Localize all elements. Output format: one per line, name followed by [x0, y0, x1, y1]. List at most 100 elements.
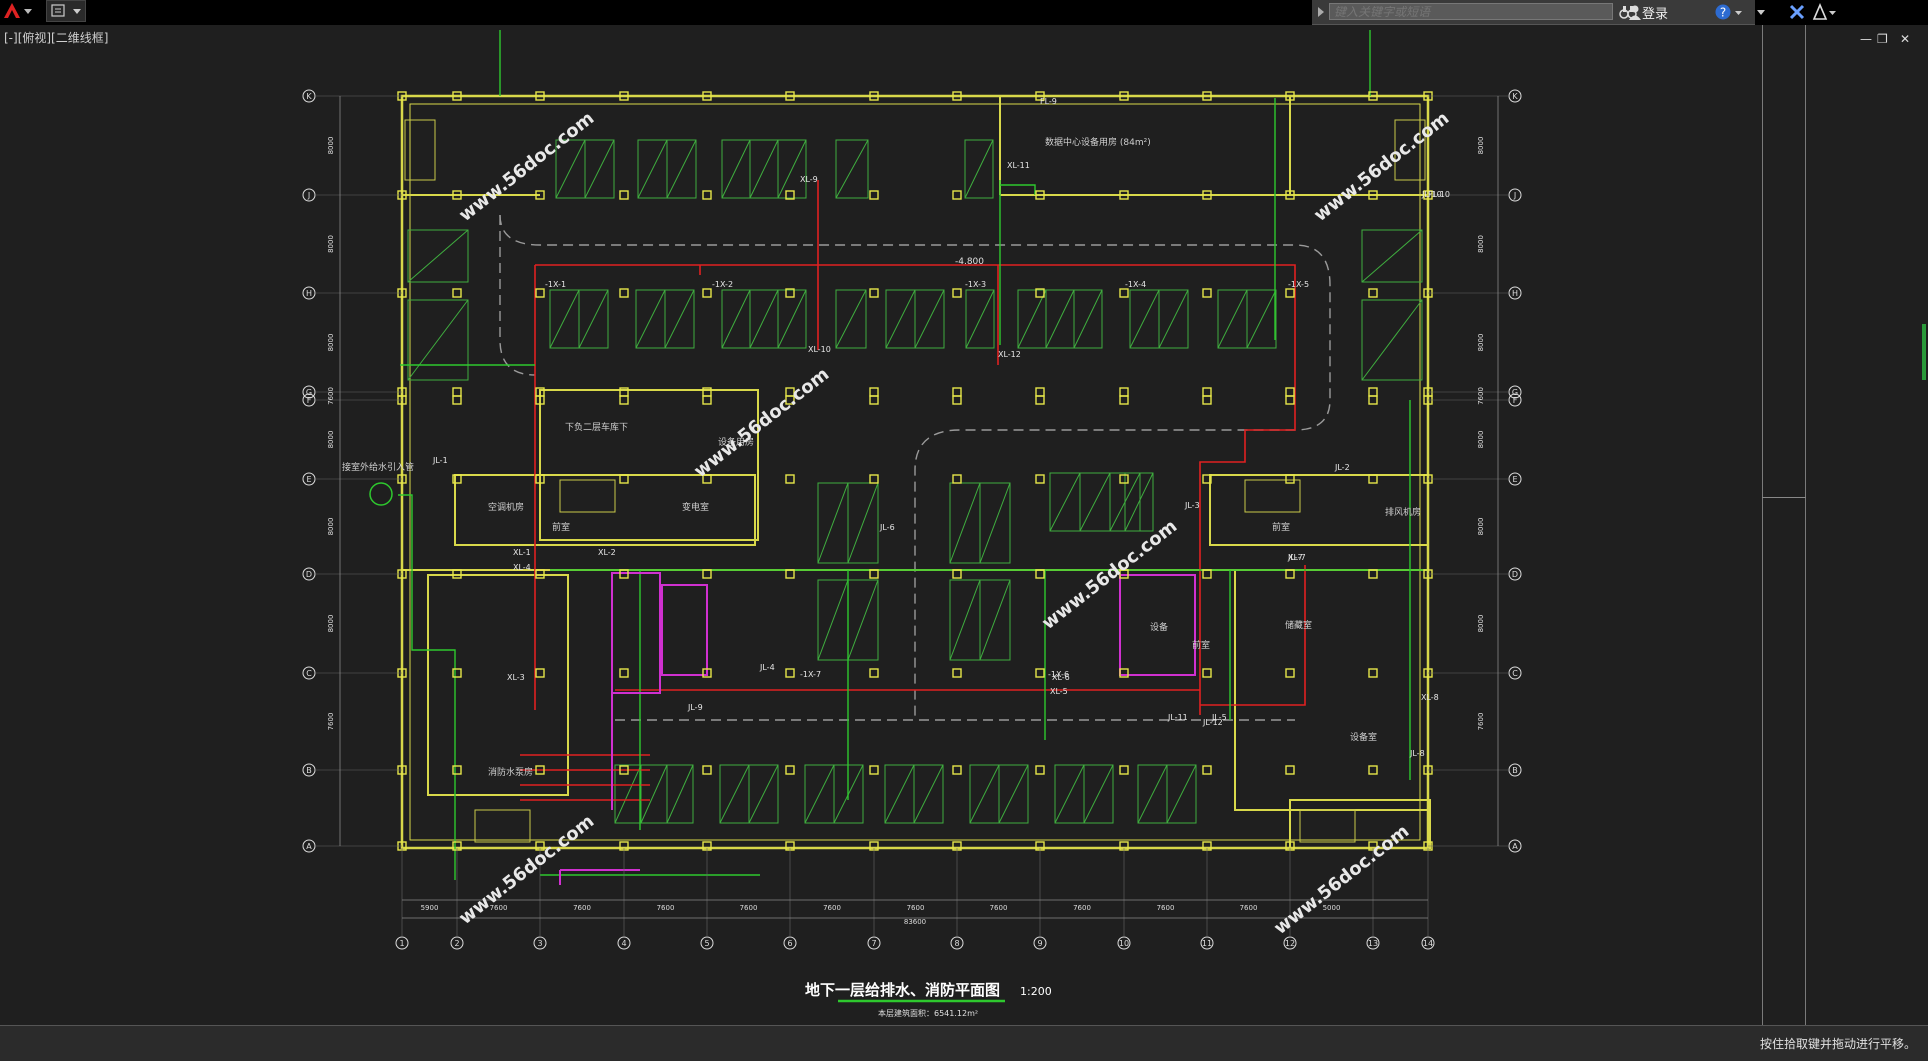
- app-menu-button[interactable]: [0, 0, 36, 22]
- row-axis-H: H: [1508, 286, 1522, 300]
- search-input[interactable]: [1329, 3, 1613, 20]
- svg-text:H: H: [306, 289, 312, 298]
- row-dim-right: 7600: [1477, 387, 1485, 405]
- parking-bay: [748, 764, 779, 824]
- column: [452, 395, 462, 405]
- col-dim: 7600: [823, 904, 841, 912]
- pipe-label: XL-3: [507, 673, 525, 682]
- svg-text:5: 5: [704, 939, 709, 948]
- autocad-logo-icon: [4, 3, 32, 18]
- a360-icon[interactable]: [1811, 3, 1837, 21]
- dropdown-arrow-icon[interactable]: [1756, 0, 1766, 24]
- column: [952, 569, 962, 579]
- row-axis-H: H: [302, 286, 316, 300]
- row-axis-C: C: [1508, 666, 1522, 680]
- column: [1119, 395, 1129, 405]
- column: [452, 765, 462, 775]
- col-axis-4: 4: [617, 936, 631, 950]
- row-dim: 7600: [327, 387, 335, 405]
- column: [535, 91, 545, 101]
- help-icon[interactable]: ?: [1714, 3, 1744, 21]
- pipe-label: -1X-5: [1288, 280, 1309, 289]
- column: [1035, 765, 1045, 775]
- col-axis-1: 1: [395, 936, 409, 950]
- room-exhaust: 排风机房: [1385, 506, 1421, 518]
- pipe-label: XL-1: [513, 548, 531, 557]
- col-axis-11: 11: [1200, 936, 1214, 950]
- column: [1368, 395, 1378, 405]
- row-axis-F: F: [1508, 393, 1522, 407]
- column: [1202, 190, 1212, 200]
- pipe-label: XL-12: [998, 350, 1021, 359]
- svg-text:6: 6: [787, 939, 792, 948]
- column: [1202, 288, 1212, 298]
- column: [1285, 569, 1295, 579]
- minimize-button[interactable]: —: [1860, 32, 1872, 46]
- quick-access-toolbar[interactable]: [46, 0, 86, 22]
- column: [702, 474, 712, 484]
- column: [702, 668, 712, 678]
- watermark: www.56doc.com: [1270, 821, 1413, 939]
- pipe-label: -1X-6: [1048, 670, 1069, 679]
- column: [1035, 474, 1045, 484]
- column: [452, 190, 462, 200]
- svg-text:J: J: [1513, 191, 1516, 200]
- close-button[interactable]: ✕: [1900, 32, 1911, 46]
- col-dim: 7600: [1073, 904, 1091, 912]
- parking-bay: [965, 289, 995, 349]
- parking-bay: [1073, 289, 1103, 349]
- column: [869, 387, 879, 397]
- parking-bay: [835, 289, 867, 349]
- viewport-label[interactable]: [-][俯视][二维线框]: [4, 31, 109, 45]
- column: [619, 190, 629, 200]
- pipe-label: -1X-2: [712, 280, 733, 289]
- column: [1035, 395, 1045, 405]
- parking-bay: [584, 139, 615, 199]
- row-dim-right: 7600: [1477, 713, 1485, 731]
- parking-bay: [578, 289, 609, 349]
- column: [1119, 387, 1129, 397]
- restore-button[interactable]: ❐: [1877, 32, 1888, 46]
- column: [1285, 387, 1295, 397]
- pipe-label: XL-11: [1007, 161, 1030, 170]
- col-axis-3: 3: [533, 936, 547, 950]
- column: [1035, 569, 1045, 579]
- row-dim-right: 8000: [1477, 235, 1485, 253]
- infocenter-bar: 登录 ?: [1312, 0, 1836, 25]
- column: [1368, 765, 1378, 775]
- row-axis-K: K: [1508, 89, 1522, 103]
- svg-text:J: J: [307, 191, 310, 200]
- col-dim: 5000: [1323, 904, 1341, 912]
- column: [952, 395, 962, 405]
- room-front-3: 前室: [1192, 639, 1210, 651]
- svg-text:D: D: [306, 570, 312, 579]
- col-dim: 5900: [421, 904, 439, 912]
- col-dim: 7600: [490, 904, 508, 912]
- exchange-icon[interactable]: [1788, 3, 1806, 21]
- column: [869, 765, 879, 775]
- svg-text:K: K: [306, 92, 312, 101]
- side-marker: [1922, 324, 1926, 380]
- login-link[interactable]: 登录: [1642, 7, 1669, 22]
- watermark: www.56doc.com: [1310, 108, 1453, 226]
- svg-text:E: E: [1512, 475, 1517, 484]
- svg-text:3: 3: [537, 939, 542, 948]
- svg-text:13: 13: [1368, 939, 1378, 948]
- row-dim: 8000: [327, 431, 335, 449]
- column: [785, 288, 795, 298]
- column: [1285, 91, 1295, 101]
- col-axis-8: 8: [950, 936, 964, 950]
- row-dim-right: 8000: [1477, 431, 1485, 449]
- column: [535, 765, 545, 775]
- room-equipment-2: 设备室: [1350, 731, 1377, 743]
- pipe-label: FL-10: [1428, 190, 1450, 199]
- pipe-label: JL-3: [1184, 501, 1200, 510]
- status-hint: 按住拾取键并拖动进行平移。: [1759, 1037, 1916, 1051]
- expand-arrow-icon[interactable]: [1314, 0, 1328, 24]
- column: [785, 765, 795, 775]
- col-axis-9: 9: [1033, 936, 1047, 950]
- pipe-label: JL-2: [1334, 463, 1350, 472]
- side-bay: [1361, 299, 1423, 381]
- room-storage: 储藏室: [1285, 619, 1312, 631]
- column: [1202, 91, 1212, 101]
